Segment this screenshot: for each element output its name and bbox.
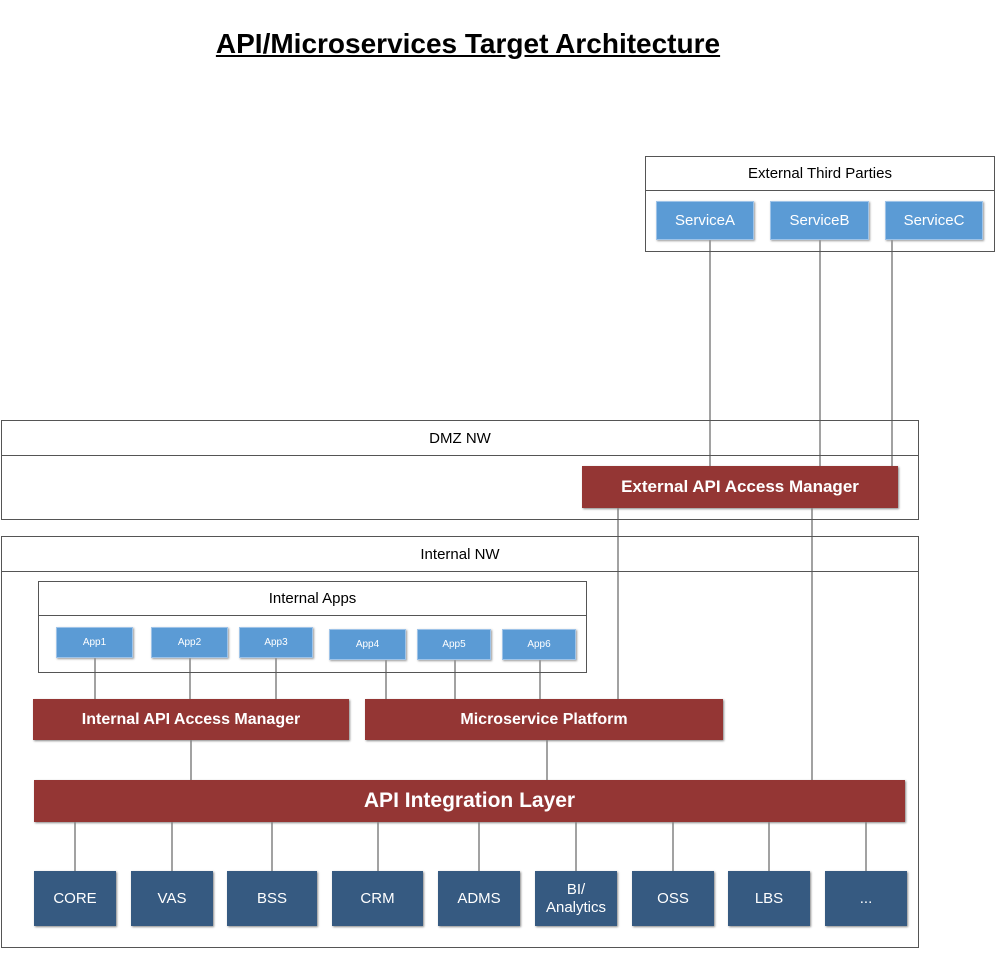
internal-apps-label: Internal Apps bbox=[39, 582, 586, 616]
external-api-access-manager[interactable]: External API Access Manager bbox=[582, 466, 898, 508]
system-bi-analytics[interactable]: BI/ Analytics bbox=[535, 871, 617, 926]
system-vas[interactable]: VAS bbox=[131, 871, 213, 926]
app-1[interactable]: App1 bbox=[56, 627, 133, 658]
external-third-parties-label: External Third Parties bbox=[646, 157, 994, 191]
app-2[interactable]: App2 bbox=[151, 627, 228, 658]
api-integration-layer[interactable]: API Integration Layer bbox=[34, 780, 905, 822]
app-4[interactable]: App4 bbox=[329, 629, 406, 660]
internal-api-access-manager[interactable]: Internal API Access Manager bbox=[33, 699, 349, 740]
service-b[interactable]: ServiceB bbox=[770, 201, 869, 240]
internal-network-frame: Internal NW bbox=[1, 536, 919, 948]
dmz-network-frame: DMZ NW bbox=[1, 420, 919, 520]
internal-apps-frame: Internal Apps bbox=[38, 581, 587, 673]
system-adms[interactable]: ADMS bbox=[438, 871, 520, 926]
system-oss[interactable]: OSS bbox=[632, 871, 714, 926]
system-core[interactable]: CORE bbox=[34, 871, 116, 926]
service-a[interactable]: ServiceA bbox=[656, 201, 754, 240]
dmz-network-label: DMZ NW bbox=[2, 421, 918, 456]
system-crm[interactable]: CRM bbox=[332, 871, 423, 926]
system-more[interactable]: ... bbox=[825, 871, 907, 926]
app-3[interactable]: App3 bbox=[239, 627, 313, 658]
external-third-parties-frame: External Third Parties bbox=[645, 156, 995, 252]
system-bss[interactable]: BSS bbox=[227, 871, 317, 926]
app-5[interactable]: App5 bbox=[417, 629, 491, 660]
service-c[interactable]: ServiceC bbox=[885, 201, 983, 240]
internal-network-label: Internal NW bbox=[2, 537, 918, 572]
system-lbs[interactable]: LBS bbox=[728, 871, 810, 926]
diagram-title: API/Microservices Target Architecture bbox=[215, 28, 721, 59]
app-6[interactable]: App6 bbox=[502, 629, 576, 660]
microservice-platform[interactable]: Microservice Platform bbox=[365, 699, 723, 740]
